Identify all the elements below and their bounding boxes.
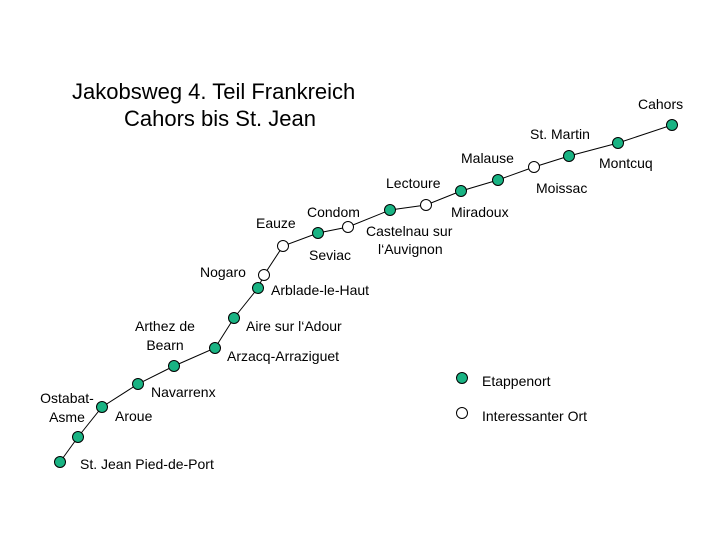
title-line-1: Jakobsweg 4. Teil Frankreich [72,79,356,104]
stage-marker-navarrenx [132,378,144,390]
stop-label-castelnau-line-2: l‘Auvignon [378,241,443,257]
stage-marker-malause [492,174,504,186]
interesting-place-marker-moissac [528,161,540,173]
stop-label-arblade: Arblade-le-Haut [271,282,369,298]
stop-label-lectoure: Lectoure [386,175,441,191]
stage-marker-ostabat [72,431,84,443]
stop-label-ostabat-line-1: Ostabat- [40,390,94,406]
stop-label-eauze: Eauze [256,215,296,231]
stage-marker-arblade [252,282,264,294]
stop-label-arthez-line-2: Bearn [146,337,183,353]
legend-interesting-label: Interessanter Ort [482,408,587,424]
stage-marker-st-jean [54,456,66,468]
stop-label-navarrenx: Navarrenx [151,384,216,400]
stop-label-aroue: Aroue [115,408,153,424]
title-line-2: Cahors bis St. Jean [124,106,316,131]
stage-marker-castelnau [384,204,396,216]
route-line [59,124,673,463]
stage-marker-cahors [666,119,678,131]
stop-label-nogaro: Nogaro [200,264,246,280]
stage-marker-seviac [312,227,324,239]
interesting-place-marker-lectoure [420,199,432,211]
stop-label-seviac: Seviac [309,247,351,263]
stop-label-moissac: Moissac [536,180,587,196]
stop-label-cahors: Cahors [638,96,683,112]
route-path [59,124,673,463]
diagram-title: Jakobsweg 4. Teil Frankreich Cahors bis … [72,78,355,132]
interesting-place-marker-condom [342,221,354,233]
stop-label-st-jean: St. Jean Pied-de-Port [80,456,214,472]
stop-label-arzacq: Arzacq-Arraziguet [227,348,339,364]
stage-marker-aroue [96,401,108,413]
stage-marker-arthez [168,360,180,372]
stage-marker-st-martin [563,150,575,162]
stop-label-montcuq: Montcuq [599,155,653,171]
stops-layer [54,119,678,468]
stage-marker-miradoux [455,185,467,197]
interesting-place-marker-nogaro [258,269,270,281]
legend-stage-label: Etappenort [482,373,551,389]
stop-label-arthez-line-1: Arthez de [135,318,195,334]
stop-label-miradoux: Miradoux [451,204,509,220]
stop-label-castelnau-line-1: Castelnau sur [366,223,453,239]
stage-marker-montcuq [612,137,624,149]
stop-label-condom: Condom [307,204,360,220]
stage-marker-aire [228,312,240,324]
stage-marker-arzacq [209,342,221,354]
interesting-place-marker-eauze [277,240,289,252]
stop-label-st-martin: St. Martin [530,126,590,142]
stop-label-malause: Malause [461,150,514,166]
stop-label-aire: Aire sur l‘Adour [246,318,342,334]
stop-label-ostabat-line-2: Asme [49,409,85,425]
legend-stage-marker [456,372,468,384]
legend-interesting-marker [456,407,468,419]
